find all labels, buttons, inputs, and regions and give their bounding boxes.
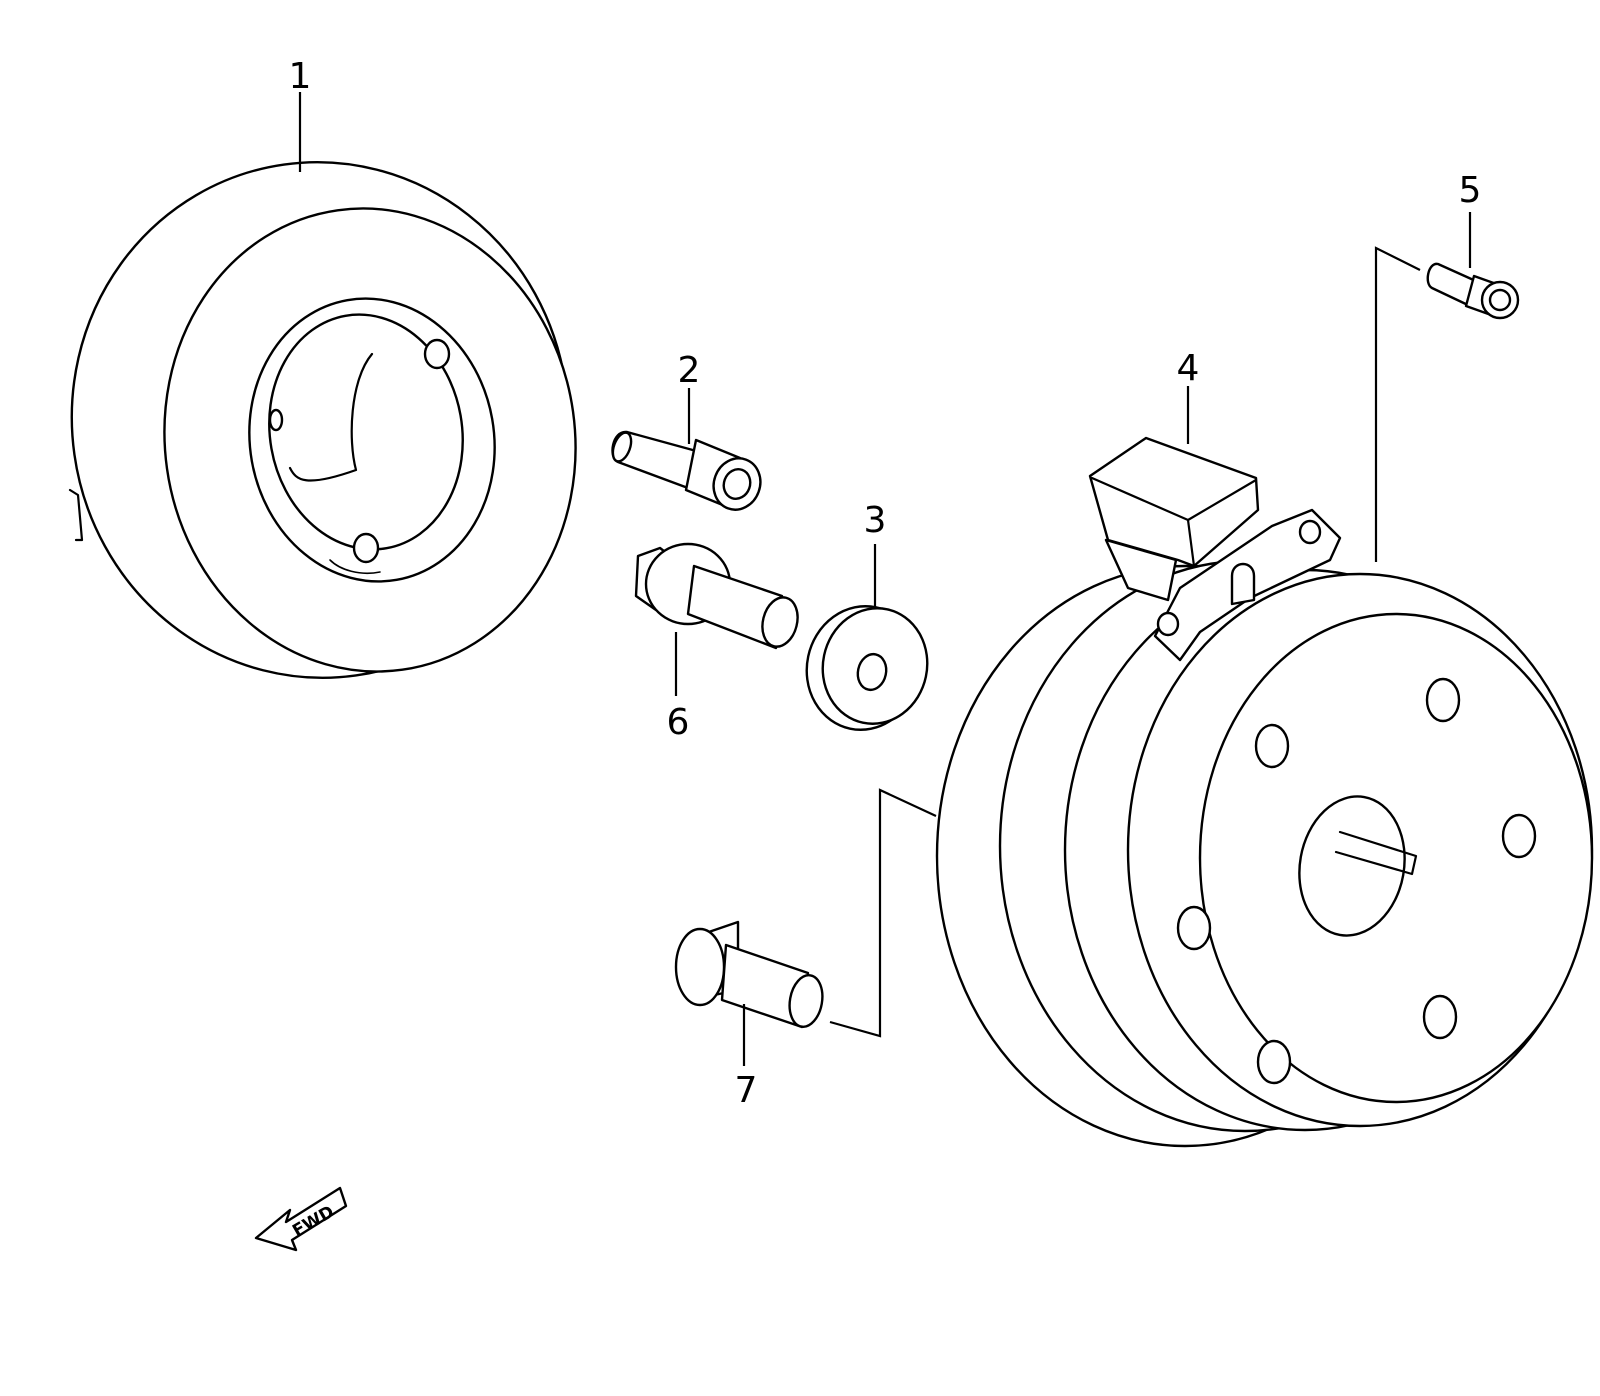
part-7-bolt: [674, 920, 824, 1029]
leader-5-mount: [1374, 246, 1421, 562]
part-6-flange-bolt: [634, 542, 799, 650]
callout-6: 6: [667, 702, 690, 743]
fwd-arrow-icon: FWD: [254, 1186, 348, 1252]
part-1-flywheel: [68, 160, 577, 680]
callout-5: 5: [1459, 170, 1482, 211]
part-2-bolt: [611, 430, 762, 511]
callout-4: 4: [1177, 348, 1200, 389]
callout-7: 7: [735, 1070, 758, 1111]
part-3-washer: [805, 605, 929, 731]
leader-lines: [298, 92, 1472, 1066]
callout-3: 3: [864, 500, 887, 541]
callout-2: 2: [678, 350, 701, 391]
callout-1: 1: [289, 56, 312, 97]
part-5-screw: [1426, 262, 1520, 320]
callout-labels: 1 2 3 4 5 6 7: [289, 56, 1482, 1111]
leader-7-mount: [829, 788, 937, 1038]
part-4-stator: [935, 436, 1594, 1148]
